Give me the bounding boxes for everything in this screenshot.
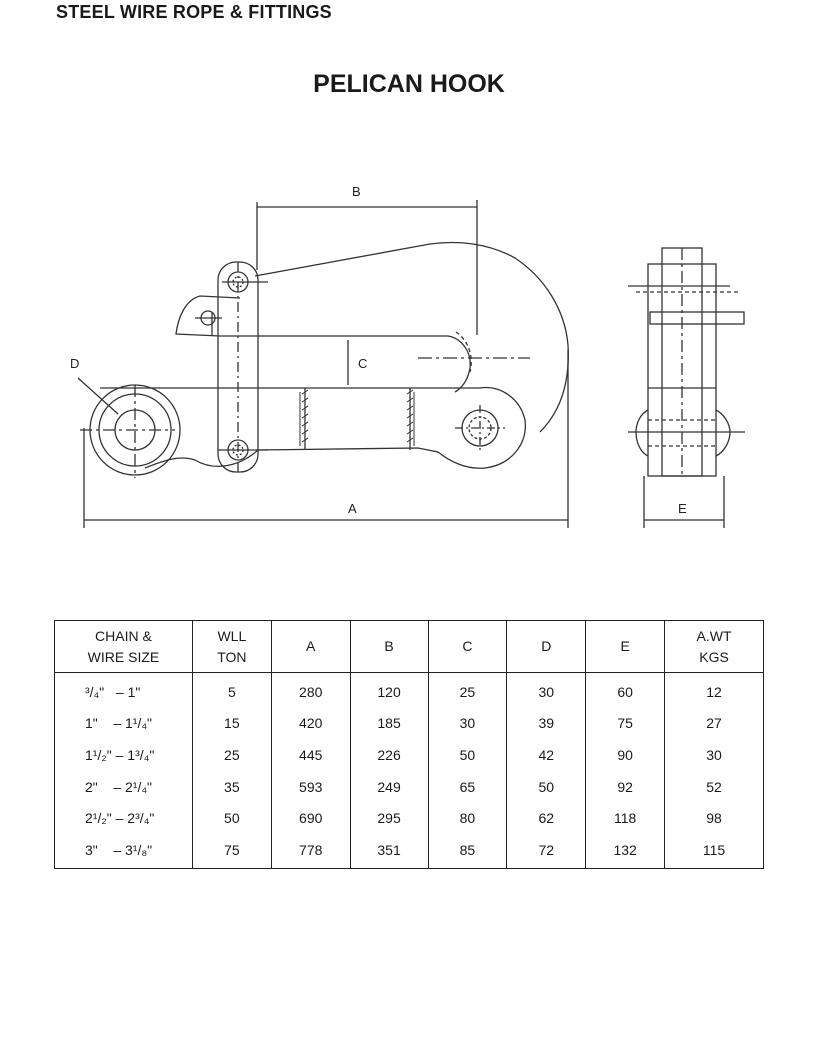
cell-e: 90: [585, 739, 666, 771]
dimension-label-b: B: [352, 184, 361, 199]
dimension-label-a: A: [348, 501, 357, 516]
cell-e: 60: [585, 672, 666, 708]
column-header: D: [506, 620, 587, 673]
column-header: A: [270, 620, 351, 673]
cell-a: 445: [270, 739, 351, 771]
cell-d: 42: [506, 739, 587, 771]
cell-wll: 50: [191, 802, 272, 834]
cell-c: 65: [427, 770, 508, 803]
cell-wt: 98: [664, 802, 764, 834]
cell-size: 1¹/₂" – 1³/₄": [54, 739, 193, 771]
side-view: B C D: [70, 184, 569, 528]
cell-size: 1" – 1¹/₄": [54, 707, 193, 740]
cell-c: 85: [427, 833, 508, 869]
cell-wt: 52: [664, 770, 764, 803]
cell-a: 778: [270, 833, 351, 869]
cell-b: 295: [349, 802, 429, 834]
cell-wll: 5: [191, 672, 272, 708]
cell-b: 249: [349, 770, 429, 803]
cell-c: 50: [427, 739, 508, 771]
cell-b: 226: [349, 739, 429, 771]
cell-wll: 15: [191, 707, 272, 740]
cell-b: 351: [349, 833, 429, 869]
cell-d: 72: [506, 833, 587, 869]
column-header: CHAIN &WIRE SIZE: [54, 620, 193, 673]
cell-wll: 35: [191, 770, 272, 803]
cell-e: 92: [585, 770, 666, 803]
cell-d: 39: [506, 707, 587, 740]
cell-e: 75: [585, 707, 666, 740]
cell-d: 62: [506, 802, 587, 834]
cell-e: 118: [585, 802, 666, 834]
cell-d: 30: [506, 672, 587, 708]
header-title: STEEL WIRE ROPE & FITTINGS: [56, 2, 332, 22]
cell-wt: 27: [664, 707, 764, 740]
cell-wt: 115: [664, 833, 764, 869]
cell-wt: 12: [664, 672, 764, 708]
cell-c: 25: [427, 672, 508, 708]
cell-e: 132: [585, 833, 666, 869]
cell-c: 30: [427, 707, 508, 740]
cell-a: 690: [270, 802, 351, 834]
dimension-label-d: D: [70, 356, 79, 371]
column-header: C: [427, 620, 508, 673]
cell-b: 120: [349, 672, 429, 708]
cell-a: 280: [270, 672, 351, 708]
cell-size: 3" – 3¹/₈": [54, 833, 193, 869]
pelican-hook-drawing: B C D: [70, 184, 745, 528]
cell-d: 50: [506, 770, 587, 803]
dimension-label-c: C: [358, 356, 367, 371]
column-header: B: [349, 620, 429, 673]
cell-size: ³/₄" – 1": [54, 672, 193, 708]
page-title: PELICAN HOOK: [313, 70, 505, 98]
cell-a: 593: [270, 770, 351, 803]
cell-b: 185: [349, 707, 429, 740]
cell-wll: 25: [191, 739, 272, 771]
cell-size: 2¹/₂" – 2³/₄": [54, 802, 193, 834]
dimension-label-e: E: [678, 501, 687, 516]
cell-size: 2" – 2¹/₄": [54, 770, 193, 803]
end-view: E: [628, 247, 745, 528]
cell-c: 80: [427, 802, 508, 834]
cell-wll: 75: [191, 833, 272, 869]
cell-a: 420: [270, 707, 351, 740]
cell-wt: 30: [664, 739, 764, 771]
column-header: E: [585, 620, 666, 673]
